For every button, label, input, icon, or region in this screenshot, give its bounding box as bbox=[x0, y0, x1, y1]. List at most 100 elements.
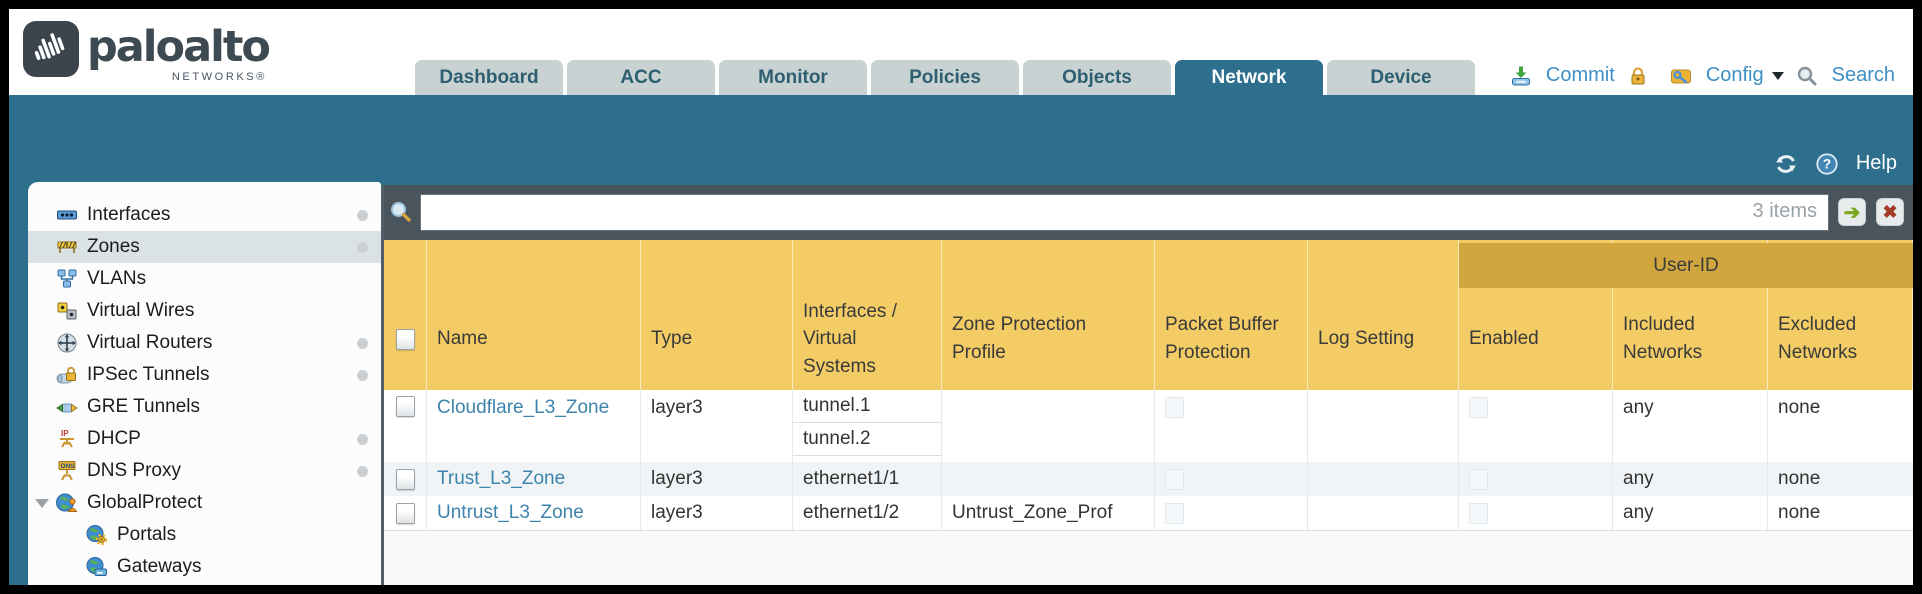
column-header-excluded-networks[interactable]: Excluded Networks bbox=[1768, 240, 1913, 390]
column-header-included-networks[interactable]: Included Networks bbox=[1613, 240, 1768, 390]
row-select-checkbox[interactable] bbox=[395, 396, 415, 417]
ipsec-tunnels-icon bbox=[55, 364, 79, 386]
tab-dashboard[interactable]: Dashboard bbox=[415, 60, 563, 95]
table-row: Untrust_L3_Zone layer3 ethernet1/2 Untru… bbox=[384, 496, 1913, 531]
top-action-links: Commit Config bbox=[1509, 64, 1895, 87]
filter-search-icon[interactable] bbox=[389, 200, 413, 229]
zone-name-link[interactable]: Cloudflare_L3_Zone bbox=[437, 397, 610, 418]
user-id-enabled-checkbox[interactable] bbox=[1469, 397, 1488, 418]
svg-text:DNS: DNS bbox=[61, 463, 75, 470]
clear-filter-button[interactable]: ✖ bbox=[1876, 198, 1904, 226]
sub-header-band: ? Help bbox=[9, 95, 1913, 185]
brand-subtext: NETWORKS® bbox=[171, 71, 267, 83]
interface-item: tunnel.2 bbox=[793, 423, 941, 456]
go-arrow-icon: ➔ bbox=[1843, 201, 1861, 224]
interface-item: ethernet1/2 bbox=[803, 502, 900, 523]
row-select-checkbox[interactable] bbox=[395, 502, 415, 524]
item-dot bbox=[357, 433, 368, 445]
zone-protection-profile-cell bbox=[942, 390, 1155, 462]
config-menu[interactable]: Config bbox=[1669, 64, 1784, 87]
tab-objects[interactable]: Objects bbox=[1023, 60, 1171, 95]
column-header-type[interactable]: Type bbox=[641, 240, 793, 390]
user-id-enabled-checkbox[interactable] bbox=[1469, 502, 1488, 524]
column-header-name[interactable]: Name bbox=[427, 240, 641, 390]
chevron-down-icon bbox=[1771, 71, 1784, 80]
sidebar-item-portals[interactable]: Portals bbox=[28, 519, 381, 551]
virtual-wires-icon bbox=[55, 300, 79, 322]
tab-network[interactable]: Network bbox=[1175, 60, 1323, 95]
main-content: 3 items ➔ ✖ Name Type Interfaces / Virtu… bbox=[384, 185, 1913, 585]
refresh-icon[interactable] bbox=[1774, 153, 1798, 175]
sidebar-item-dns-proxy[interactable]: DNS DNS Proxy bbox=[28, 455, 381, 487]
help-icon[interactable]: ? bbox=[1815, 152, 1839, 175]
sidebar-item-gre-tunnels[interactable]: GRE Tunnels bbox=[28, 391, 381, 423]
user-id-group-header: User-ID bbox=[1459, 243, 1913, 288]
help-label[interactable]: Help bbox=[1855, 152, 1897, 174]
sidebar-item-virtual-wires[interactable]: Virtual Wires bbox=[28, 295, 381, 327]
sidebar-item-dhcp[interactable]: IP DHCP bbox=[28, 423, 381, 455]
item-dot bbox=[357, 369, 368, 381]
sidebar-item-ipsec-tunnels[interactable]: IPSec Tunnels bbox=[28, 359, 381, 391]
select-all-checkbox[interactable] bbox=[395, 328, 415, 350]
item-dot bbox=[357, 209, 368, 221]
sidebar-item-interfaces[interactable]: Interfaces bbox=[28, 199, 381, 231]
filter-input[interactable] bbox=[420, 194, 1829, 231]
sidebar-item-gateways[interactable]: Gateways bbox=[28, 551, 381, 583]
gateways-icon bbox=[85, 556, 109, 578]
log-setting-cell bbox=[1308, 390, 1459, 462]
search-link[interactable]: Search bbox=[1795, 64, 1895, 87]
tab-policies[interactable]: Policies bbox=[871, 60, 1019, 95]
column-header-zone-protection-profile[interactable]: Zone Protection Profile bbox=[942, 240, 1155, 390]
column-header-packet-buffer-protection[interactable]: Packet Buffer Protection bbox=[1155, 240, 1308, 390]
zone-name-link[interactable]: Untrust_L3_Zone bbox=[437, 502, 584, 523]
user-id-enabled-cell bbox=[1459, 390, 1613, 462]
config-icon bbox=[1669, 65, 1693, 87]
packet-buffer-protection-cell bbox=[1155, 496, 1308, 530]
paloalto-logo-icon bbox=[23, 21, 79, 77]
top-bar: paloalto NETWORKS® Dashboard ACC Monitor… bbox=[9, 9, 1913, 95]
zone-type-cell: layer3 bbox=[641, 496, 793, 530]
tab-acc[interactable]: ACC bbox=[567, 60, 715, 95]
packet-buffer-protection-checkbox[interactable] bbox=[1165, 397, 1184, 418]
sidebar-item-vlans[interactable]: VLANs bbox=[28, 263, 381, 295]
commit-link[interactable]: Commit bbox=[1509, 64, 1615, 87]
item-dot bbox=[357, 465, 368, 477]
zone-protection-profile-cell bbox=[942, 462, 1155, 496]
filter-bar: 3 items ➔ ✖ bbox=[384, 185, 1913, 240]
lock-icon[interactable] bbox=[1626, 65, 1650, 87]
packet-buffer-protection-cell bbox=[1155, 462, 1308, 496]
row-select-checkbox[interactable] bbox=[395, 468, 415, 490]
zone-name-link[interactable]: Trust_L3_Zone bbox=[437, 468, 566, 489]
sidebar-item-virtual-routers[interactable]: Virtual Routers bbox=[28, 327, 381, 359]
zone-protection-profile-cell: Untrust_Zone_Prof bbox=[942, 496, 1155, 530]
zones-icon bbox=[55, 236, 79, 258]
sidebar-item-zones[interactable]: Zones bbox=[28, 231, 381, 263]
included-networks-cell: any bbox=[1613, 496, 1768, 530]
packet-buffer-protection-checkbox[interactable] bbox=[1165, 468, 1184, 490]
column-header-log-setting[interactable]: Log Setting bbox=[1308, 240, 1459, 390]
network-sidebar: Interfaces Zones bbox=[28, 182, 381, 585]
user-id-enabled-cell bbox=[1459, 462, 1613, 496]
interface-item: tunnel.1 bbox=[793, 390, 941, 423]
packet-buffer-protection-checkbox[interactable] bbox=[1165, 502, 1184, 524]
column-header-enabled[interactable]: Enabled bbox=[1459, 240, 1613, 390]
select-all-header-cell bbox=[384, 240, 427, 390]
item-dot bbox=[357, 241, 368, 253]
paloalto-logo[interactable]: paloalto NETWORKS® bbox=[23, 21, 271, 83]
excluded-networks-cell: none bbox=[1778, 502, 1821, 523]
vlans-icon bbox=[55, 268, 79, 290]
svg-text:IP: IP bbox=[61, 429, 69, 438]
sidebar-item-globalprotect[interactable]: GlobalProtect bbox=[28, 487, 381, 519]
zone-type-cell: layer3 bbox=[641, 390, 793, 462]
tab-device[interactable]: Device bbox=[1327, 60, 1475, 95]
globalprotect-icon bbox=[55, 492, 79, 514]
brand-text: paloalto bbox=[87, 22, 271, 72]
dhcp-icon: IP bbox=[55, 428, 79, 450]
column-header-interfaces[interactable]: Interfaces / Virtual Systems bbox=[793, 240, 942, 390]
collapse-arrow-icon[interactable] bbox=[35, 499, 49, 508]
apply-filter-button[interactable]: ➔ bbox=[1838, 198, 1866, 226]
table-row: Trust_L3_Zone layer3 ethernet1/1 any non… bbox=[384, 462, 1913, 496]
tab-monitor[interactable]: Monitor bbox=[719, 60, 867, 95]
user-id-enabled-checkbox[interactable] bbox=[1469, 468, 1488, 490]
gre-tunnels-icon bbox=[55, 396, 79, 418]
